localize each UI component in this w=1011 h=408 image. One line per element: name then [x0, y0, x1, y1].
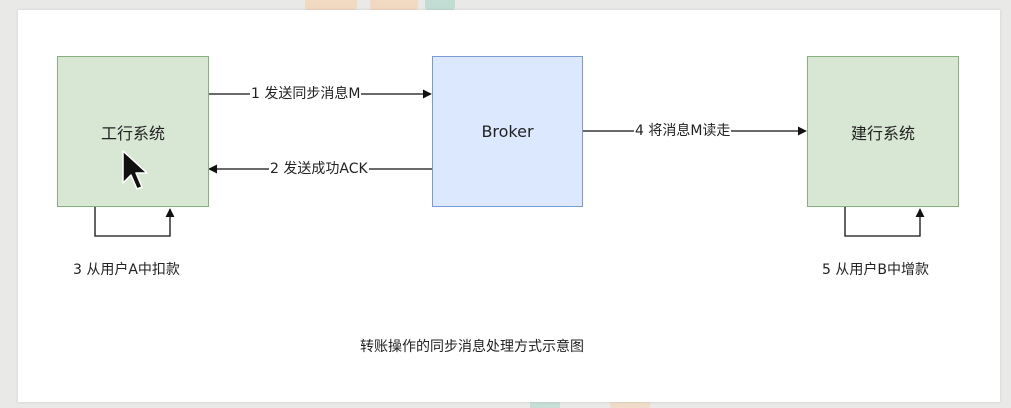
node-icbc-label: 工行系统	[100, 123, 165, 143]
decorative-bar-teal	[425, 0, 455, 10]
diagram-caption: 转账操作的同步消息处理方式示意图	[360, 339, 584, 355]
node-ccb-label: 建行系统	[850, 123, 915, 143]
edge-deduct-label: 3 从用户A中扣款	[73, 262, 180, 278]
edge-add-loop	[844, 207, 925, 237]
edge-send-sync-label: 1 发送同步消息M	[250, 86, 362, 102]
edge-deduct-loop	[94, 207, 175, 237]
node-ccb-system: 建行系统	[807, 56, 959, 207]
node-broker-label: Broker	[481, 122, 534, 141]
decorative-bar-orange	[305, 0, 357, 10]
edge-add-label: 5 从用户B中增款	[822, 262, 929, 278]
node-broker: Broker	[432, 56, 583, 207]
node-icbc-system: 工行系统	[57, 56, 209, 207]
decorative-bar-orange	[370, 0, 418, 10]
edge-read-label: 4 将消息M读走	[634, 123, 732, 139]
edge-ack-label: 2 发送成功ACK	[269, 161, 369, 177]
mouse-pointer-icon	[122, 150, 148, 190]
